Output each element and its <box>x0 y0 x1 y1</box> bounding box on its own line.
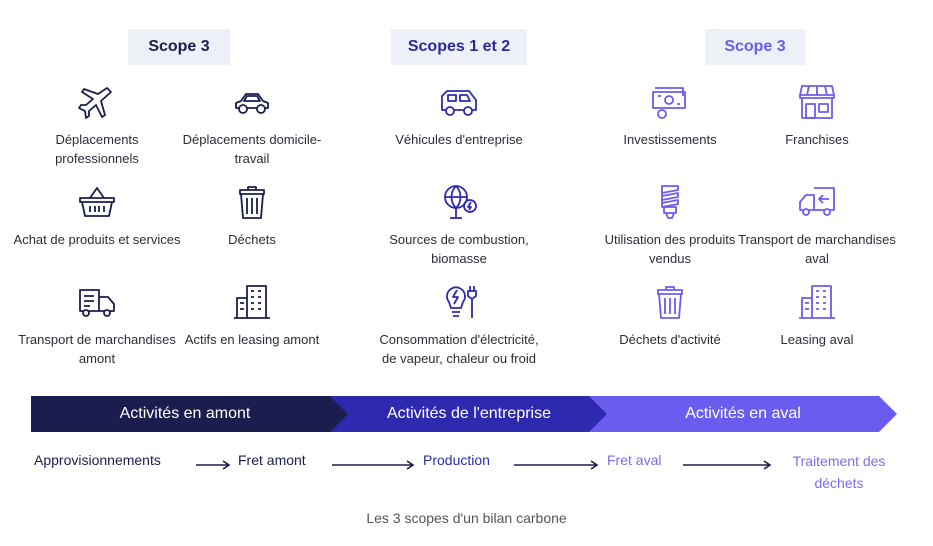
cfl-bulb-icon <box>661 185 679 219</box>
downstream-item-freight-downstream: Transport de marchandises aval <box>732 182 902 268</box>
light-bulb-plug-icon <box>446 286 477 318</box>
band-downstream: Activités en aval <box>589 396 897 432</box>
item-label: Consommation d'électricité, de vapeur, c… <box>379 332 539 366</box>
downstream-item-leasing: Leasing aval <box>732 282 902 349</box>
item-label: Déchets <box>228 232 276 247</box>
item-label: Actifs en leasing amont <box>184 332 320 347</box>
band-company: Activités de l'entreprise <box>330 396 608 432</box>
figure-caption: Les 3 scopes d'un bilan carbone <box>366 510 567 526</box>
flow-step-fret-aval: Fret aval <box>607 452 662 468</box>
item-label: Transport de marchandises amont <box>18 332 176 366</box>
scope-label-upstream: Scope 3 <box>128 29 230 65</box>
item-label: Investissements <box>623 132 717 147</box>
van-icon <box>441 90 477 116</box>
car-icon <box>235 93 269 114</box>
basket-icon <box>79 187 115 217</box>
company-item-vehicles: Véhicules d'entreprise <box>374 82 544 149</box>
flow-step-approvisionnements: Approvisionnements <box>34 452 161 468</box>
band-upstream-label: Activités en amont <box>119 405 251 422</box>
office-building-icon <box>799 285 835 319</box>
item-label: Utilisation des produits vendus <box>604 232 736 266</box>
upstream-item-business-travel: Déplacements professionnels <box>12 82 182 168</box>
band-downstream-label: Activités en aval <box>685 405 801 422</box>
company-item-electricity: Consommation d'électricité, de vapeur, c… <box>374 282 544 368</box>
item-label: Déchets d'activité <box>619 332 721 347</box>
flow-arrow <box>514 460 599 470</box>
item-label: Transport de marchandises aval <box>738 232 896 266</box>
company-item-combustion: Sources de combustion, biomasse <box>374 182 544 268</box>
downstream-item-waste: Déchets d'activité <box>585 282 755 349</box>
trash-bin-icon <box>239 186 265 219</box>
flow-step-fret-amont: Fret amont <box>238 452 306 468</box>
scope-label-downstream: Scope 3 <box>705 29 805 65</box>
item-label: Déplacements domicile-travail <box>182 132 322 166</box>
globe-energy-icon <box>444 185 477 219</box>
flow-arrow <box>196 460 231 470</box>
trash-bin-icon <box>657 286 683 319</box>
band-company-shape <box>330 396 608 432</box>
flow-step-production: Production <box>423 452 490 468</box>
item-label: Franchises <box>785 132 849 147</box>
flow-step-traitement-dechets: Traitement des déchets <box>792 453 886 491</box>
return-truck-icon <box>799 187 835 216</box>
item-label: Achat de produits et services <box>13 232 181 247</box>
flow-arrow <box>332 460 415 470</box>
upstream-item-waste: Déchets <box>167 182 337 249</box>
office-building-icon <box>234 285 270 319</box>
upstream-item-leasing: Actifs en leasing amont <box>167 282 337 349</box>
flow-arrow <box>683 460 772 470</box>
delivery-truck-icon <box>79 289 115 317</box>
item-label: Déplacements professionnels <box>55 132 139 166</box>
storefront-icon <box>799 85 835 119</box>
upstream-item-purchases: Achat de produits et services <box>12 182 182 249</box>
band-upstream: Activités en amont <box>31 396 349 432</box>
money-icon <box>652 87 686 119</box>
airplane-icon <box>78 87 112 119</box>
scope-label-company: Scopes 1 et 2 <box>391 29 527 65</box>
upstream-item-freight-upstream: Transport de marchandises amont <box>12 282 182 368</box>
band-upstream-shape <box>31 396 349 432</box>
item-label: Sources de combustion, biomasse <box>389 232 529 266</box>
downstream-item-investments: Investissements <box>585 82 755 149</box>
item-label: Véhicules d'entreprise <box>395 132 523 147</box>
downstream-item-product-use: Utilisation des produits vendus <box>585 182 755 268</box>
item-label: Leasing aval <box>780 332 854 347</box>
downstream-item-franchises: Franchises <box>732 82 902 149</box>
band-downstream-shape <box>589 396 897 432</box>
upstream-item-commute: Déplacements domicile-travail <box>167 82 337 168</box>
band-company-label: Activités de l'entreprise <box>386 405 551 422</box>
